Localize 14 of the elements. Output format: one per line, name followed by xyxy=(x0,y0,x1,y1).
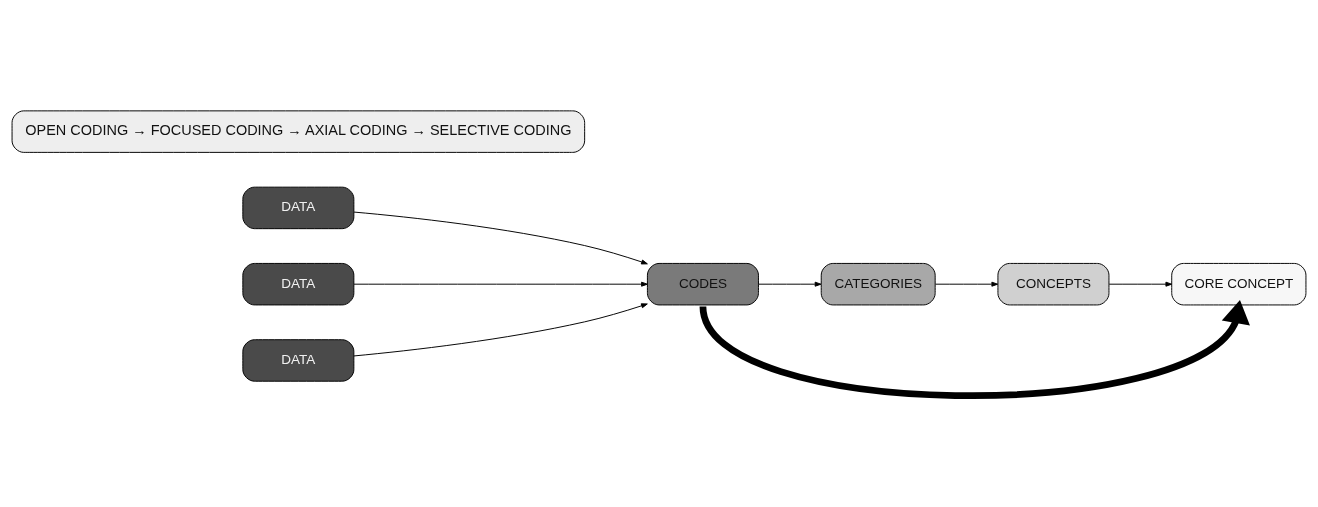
node-box: CORE CONCEPT xyxy=(1171,262,1307,306)
node-box: DATA xyxy=(242,186,355,230)
node-box: CODES xyxy=(646,262,759,306)
node-box: DATA xyxy=(242,339,355,382)
arrow xyxy=(353,281,648,287)
arrow xyxy=(758,281,822,287)
arrow xyxy=(353,211,648,265)
arrow xyxy=(353,303,648,357)
node-box: CATEGORIES xyxy=(820,262,936,306)
node-box: CONCEPTS xyxy=(997,262,1110,306)
arrow xyxy=(1108,281,1173,287)
node-box: OPEN CODING → FOCUSED CODING → AXIAL CODING → SELECTIVE CODING xyxy=(11,110,586,153)
node-box: DATA xyxy=(242,262,355,306)
arrow xyxy=(934,281,999,287)
